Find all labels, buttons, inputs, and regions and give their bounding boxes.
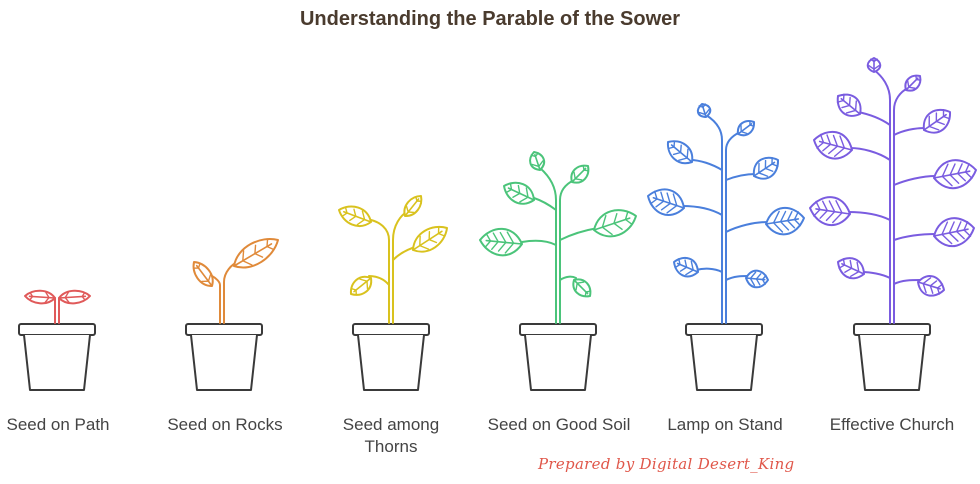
stem-icon (893, 233, 937, 241)
leaf-icon (765, 206, 805, 236)
pot-icon (853, 323, 931, 391)
leaf-icon (647, 188, 685, 217)
leaf-icon (922, 108, 952, 134)
leaf-icon (192, 261, 214, 287)
leaf-icon (933, 159, 977, 190)
leaf-icon (24, 289, 56, 305)
stage-label-seed-on-path: Seed on Path (6, 415, 110, 434)
stem-icon (370, 219, 390, 324)
leaf-icon (529, 151, 546, 171)
stem-icon (893, 87, 909, 324)
stem-icon (533, 197, 557, 211)
leaf-icon (866, 57, 882, 73)
page-title: Understanding the Parable of the Sower (299, 8, 681, 30)
stem-icon (861, 271, 891, 279)
leaf-icon (479, 227, 523, 257)
seedling-icon (192, 238, 279, 324)
tall-plant-icon (647, 103, 805, 324)
stem-icon (392, 211, 408, 324)
stem-icon (893, 127, 927, 136)
stage-label-seed-on-good-soil: Seed on Good Soil (487, 415, 631, 434)
leaf-icon (593, 209, 637, 238)
pot-icon (185, 323, 263, 391)
stage-label-lamp-on-stand: Lamp on Stand (667, 415, 783, 434)
sprout-icon (24, 289, 91, 324)
leaf-icon (813, 130, 853, 160)
stem-icon (521, 239, 557, 246)
leaf-icon (666, 140, 694, 165)
young-plant-icon (338, 195, 448, 324)
stage-label-effective-church: Effective Church (829, 415, 955, 434)
leaf-icon (338, 205, 372, 227)
leaf-icon (572, 278, 592, 298)
leaf-icon (917, 275, 945, 297)
full-plant-icon (809, 57, 977, 324)
stem-icon (223, 261, 239, 324)
leaf-icon (745, 269, 769, 289)
stage-label-seed-on-rocks: Seed on Rocks (167, 415, 283, 434)
leaf-icon (412, 225, 448, 253)
pot-icon (685, 323, 763, 391)
leaf-icon (233, 238, 279, 269)
leaf-icon (673, 256, 699, 278)
stem-icon (689, 159, 723, 171)
stem-icon (893, 279, 921, 285)
stem-icon (211, 275, 221, 324)
plants-layer (24, 57, 977, 324)
stem-icon (705, 114, 723, 324)
stem-icon (54, 297, 60, 324)
leaf-icon (570, 164, 590, 184)
credit-text: Prepared by Digital Desert_King (538, 455, 795, 473)
leaf-icon (836, 93, 862, 117)
leaf-icon (933, 217, 975, 248)
leaf-icon (736, 120, 756, 137)
stem-icon (559, 227, 599, 241)
stem-icon (857, 111, 891, 126)
leaf-icon (503, 181, 535, 205)
stem-icon (559, 179, 575, 324)
stem-icon (695, 267, 723, 273)
stem-icon (873, 69, 891, 324)
leaf-icon (837, 257, 865, 280)
stem-icon (681, 205, 723, 216)
stem-icon (368, 275, 390, 286)
leaf-icon (403, 195, 423, 218)
stem-icon (725, 221, 769, 233)
pot-icon (352, 323, 430, 391)
leafy-plant-icon (479, 151, 637, 324)
leaf-icon (696, 103, 712, 118)
leaf-icon (58, 289, 91, 305)
leaf-icon (349, 275, 373, 296)
stem-icon (893, 175, 937, 186)
stem-icon (849, 147, 891, 161)
leaf-icon (809, 196, 851, 226)
pot-icon (18, 323, 96, 391)
stem-icon (725, 173, 757, 181)
pot-icon (519, 323, 597, 391)
stem-icon (539, 167, 557, 324)
pots-layer (18, 323, 931, 391)
stem-icon (559, 275, 577, 281)
leaf-icon (752, 156, 780, 180)
stem-icon (725, 275, 749, 281)
stem-icon (847, 211, 891, 221)
leaf-icon (904, 74, 922, 92)
